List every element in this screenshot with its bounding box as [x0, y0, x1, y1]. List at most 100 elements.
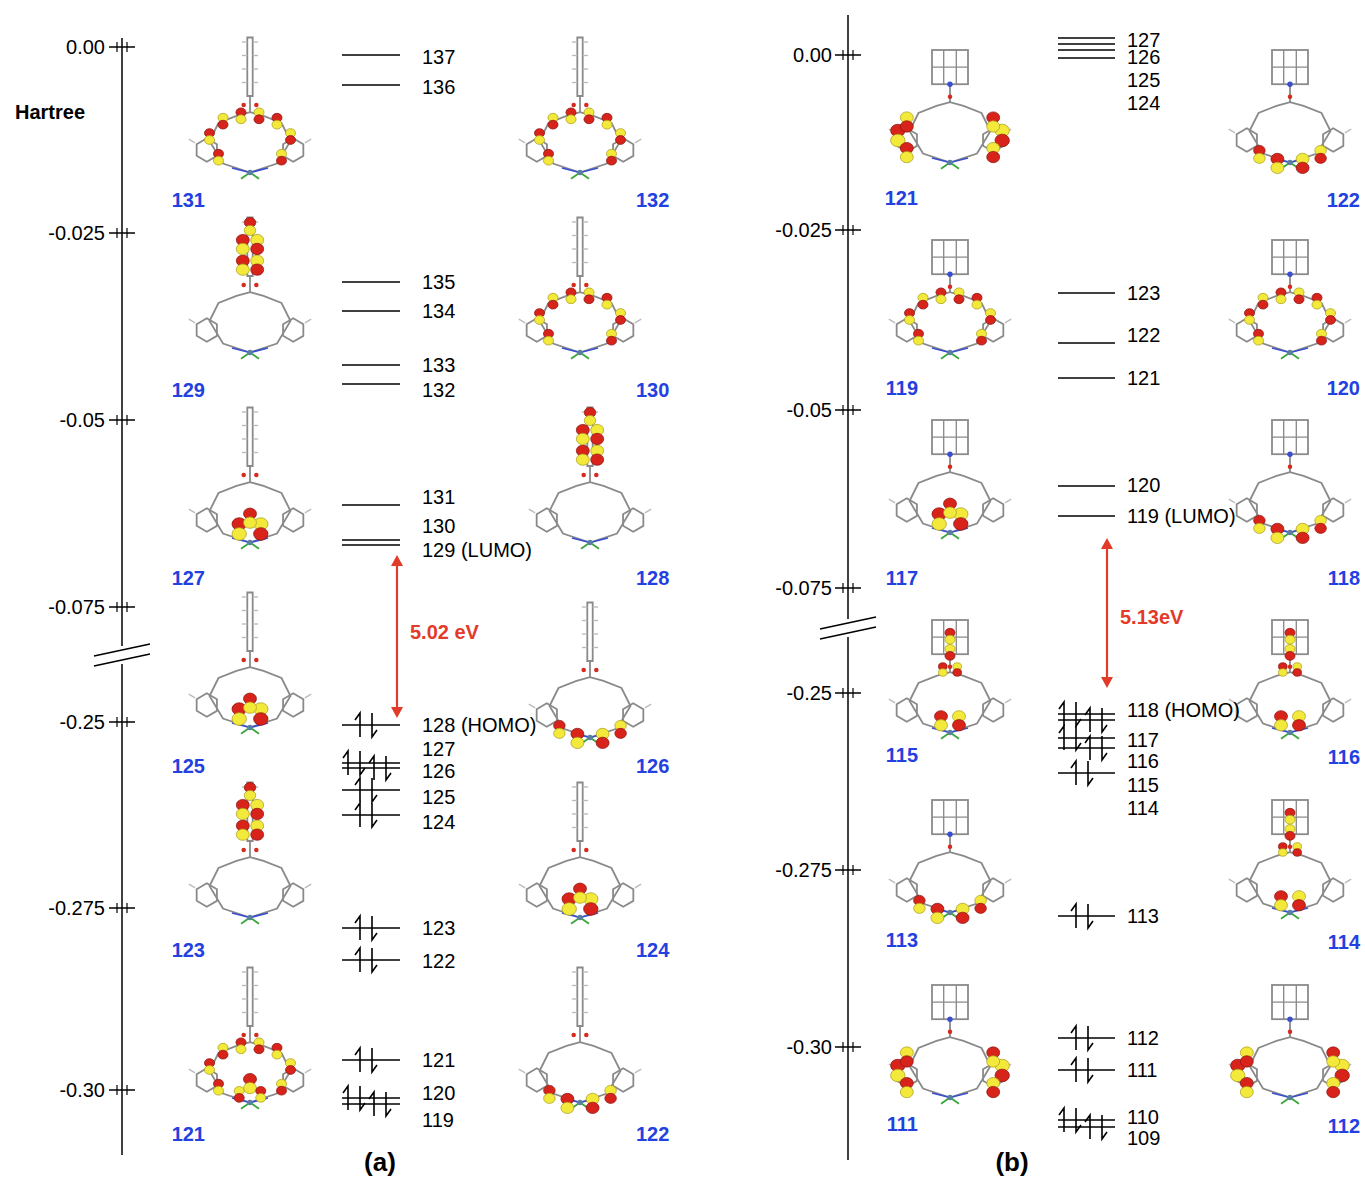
orbital-lobe: [254, 115, 264, 124]
orbital-lobe: [1325, 316, 1335, 325]
linker-bond: [1289, 276, 1291, 292]
orbital-picture-number: 111: [887, 1114, 918, 1134]
orbital-picture: [1229, 420, 1351, 544]
orbital-number: 133: [422, 355, 455, 375]
hydrogen-bond: [583, 985, 588, 986]
electron-up: [1085, 736, 1090, 760]
orbital-lobe: [584, 903, 598, 916]
orbital-picture-number: 128: [636, 568, 669, 588]
axis-tick: [109, 721, 135, 723]
hydrogen-bond: [253, 596, 258, 597]
oxygen-atom: [241, 848, 246, 853]
orbital-picture-number: 125: [172, 756, 205, 776]
hydrogen-bond: [1229, 319, 1235, 323]
orbital-picture: [519, 218, 641, 359]
orbital-lobe: [244, 225, 256, 235]
oxygen-atom: [241, 1033, 246, 1038]
hydrogen-bond: [242, 438, 247, 439]
oxygen-atom: [1288, 1030, 1293, 1035]
energy-level: [342, 504, 400, 506]
energy-level: [1058, 915, 1115, 917]
linker-bond: [949, 86, 951, 102]
cage-skeleton: [1272, 240, 1308, 274]
macrocycle-skeleton: [1250, 1037, 1331, 1097]
hydrogen-bond: [645, 704, 651, 708]
orbital-picture-number: 118: [1328, 568, 1360, 588]
electron-down: [372, 803, 377, 827]
axis-break: [94, 654, 150, 666]
nitrogen-atom: [947, 272, 952, 277]
electron-up: [1085, 708, 1090, 732]
electron-down: [1102, 1115, 1107, 1139]
energy-level: [1058, 737, 1115, 739]
nitrogen-atom: [947, 82, 952, 87]
hydrogen-bond: [583, 248, 588, 249]
metal-atom: [1287, 730, 1292, 735]
orbital-lobe: [975, 903, 987, 913]
oxygen-atom: [584, 1033, 589, 1038]
oxygen-atom: [254, 283, 258, 288]
electron-down: [372, 778, 377, 802]
energy-level: [342, 54, 400, 56]
panel-label: (a): [364, 1149, 396, 1175]
orbital-lobe: [236, 243, 249, 254]
pyridine-ring: [197, 693, 217, 716]
oxygen-atom: [571, 283, 576, 288]
hydrogen-bond: [572, 235, 577, 236]
hydrogen-bond: [242, 623, 247, 624]
hydrogen-bond: [583, 813, 588, 814]
axis-line: [121, 38, 123, 646]
orbital-lobe: [953, 669, 962, 677]
metal-bond: [562, 348, 580, 353]
naphthyl-edge: [247, 408, 252, 467]
orbital-lobe: [931, 912, 944, 923]
orbital-number: 123: [422, 918, 455, 938]
electron-up: [355, 916, 360, 940]
hydrogen-bond: [572, 998, 577, 999]
hydrogen-bond: [242, 637, 247, 638]
energy-level: [342, 1059, 400, 1061]
orbital-picture-number: 115: [886, 745, 918, 765]
cage-skeleton: [932, 1001, 968, 1002]
electron-up: [1071, 904, 1076, 928]
oxygen-atom: [948, 1030, 953, 1035]
orbital-lobe: [272, 120, 282, 129]
metal-atom: [247, 540, 252, 545]
hydrogen-bond: [242, 411, 247, 412]
hydrogen-bond: [242, 41, 247, 42]
linker-bond: [249, 276, 251, 292]
hydrogen-bond: [305, 694, 311, 698]
axis-tick-value: -0.25: [59, 712, 105, 732]
orbital-lobe: [566, 115, 576, 124]
energy-level: [342, 724, 400, 726]
energy-levels: [1058, 38, 1115, 1139]
nitrogen-atom: [947, 1017, 952, 1022]
hydrogen-bond: [572, 1012, 577, 1013]
energy-level: [342, 814, 400, 816]
orbital-picture-number: 130: [636, 380, 669, 400]
hydrogen-bond: [572, 55, 577, 56]
macrocycle-skeleton: [910, 292, 991, 352]
orbital-lobe: [1315, 153, 1327, 163]
orbital-lobe: [218, 1050, 228, 1059]
orbital-lobe: [548, 300, 558, 309]
oxygen-atom: [584, 103, 589, 108]
linker-bond: [579, 96, 581, 112]
hydrogen-bond: [1229, 499, 1235, 503]
orbital-number: 110: [1127, 1107, 1159, 1127]
cage-skeleton: [932, 256, 968, 257]
orbital-lobe: [276, 1086, 286, 1095]
orbital-number: 117: [1127, 730, 1159, 750]
metal-atom: [1287, 530, 1292, 535]
electron-down: [372, 713, 377, 737]
macrocycle-skeleton: [210, 667, 291, 727]
orbital-lobe: [1296, 532, 1309, 543]
orbital-picture: [519, 37, 641, 178]
electron-down: [1076, 702, 1081, 726]
axis-tick-value: -0.05: [786, 400, 832, 420]
energy-level: [1058, 515, 1115, 517]
energy-level: [1058, 37, 1115, 39]
hydrogen-bond: [189, 1069, 195, 1073]
energy-level: [1058, 57, 1115, 59]
orbital-picture-number: 117: [886, 568, 918, 588]
